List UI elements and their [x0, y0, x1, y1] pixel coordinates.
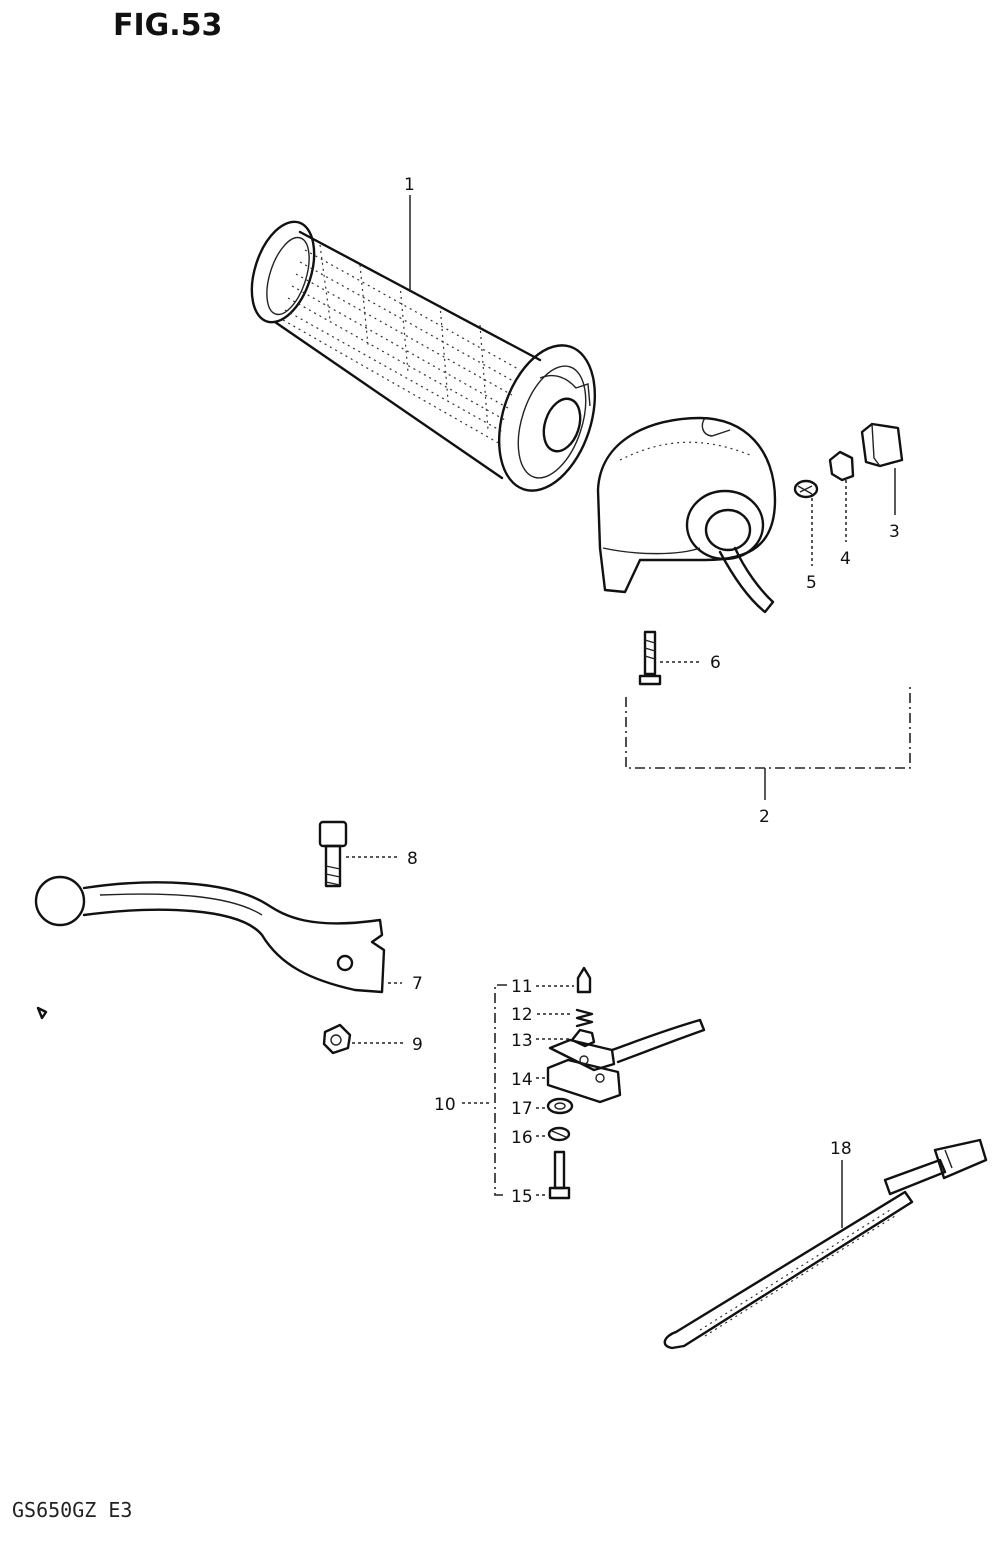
callout-17: 17 — [511, 1099, 533, 1119]
switch-spring — [575, 1008, 594, 1028]
assembly-bracket — [625, 686, 911, 769]
switch-body — [546, 1018, 706, 1104]
callout-4: 4 — [840, 549, 851, 569]
spring — [793, 479, 819, 499]
callout-14: 14 — [511, 1070, 533, 1090]
callout-13: 13 — [511, 1031, 533, 1051]
switch-button — [860, 422, 904, 468]
callout-12: 12 — [511, 1005, 533, 1025]
housing-screw — [638, 630, 662, 686]
callout-1: 1 — [404, 175, 415, 195]
switch-washer — [546, 1097, 574, 1115]
model-code: GS650GZ E3 — [12, 1498, 133, 1522]
contact-plate — [828, 450, 855, 482]
callout-3: 3 — [889, 522, 900, 542]
print-mark — [36, 1006, 48, 1020]
cable-tie — [663, 1138, 988, 1350]
callout-2: 2 — [759, 807, 770, 827]
callout-10: 10 — [434, 1095, 456, 1115]
clutch-lever — [34, 875, 386, 994]
throttle-grip — [250, 220, 597, 492]
callout-8: 8 — [407, 849, 418, 869]
callout-7: 7 — [412, 974, 423, 994]
lever-nut — [322, 1023, 352, 1055]
switch-screw — [548, 1150, 571, 1200]
switch-lock-washer — [547, 1126, 571, 1142]
callout-9: 9 — [412, 1035, 423, 1055]
switch-housing — [596, 416, 777, 614]
callout-15: 15 — [511, 1187, 533, 1207]
callout-6: 6 — [710, 653, 721, 673]
callout-16: 16 — [511, 1128, 533, 1148]
switch-contact — [570, 1028, 596, 1048]
figure-title: FIG.53 — [113, 8, 223, 43]
callout-5: 5 — [806, 573, 817, 593]
switch-assembly-bracket — [494, 984, 507, 1196]
callout-18: 18 — [830, 1139, 852, 1159]
lever-pivot-bolt — [318, 820, 348, 888]
switch-plunger — [576, 966, 592, 994]
callout-11: 11 — [511, 977, 533, 997]
